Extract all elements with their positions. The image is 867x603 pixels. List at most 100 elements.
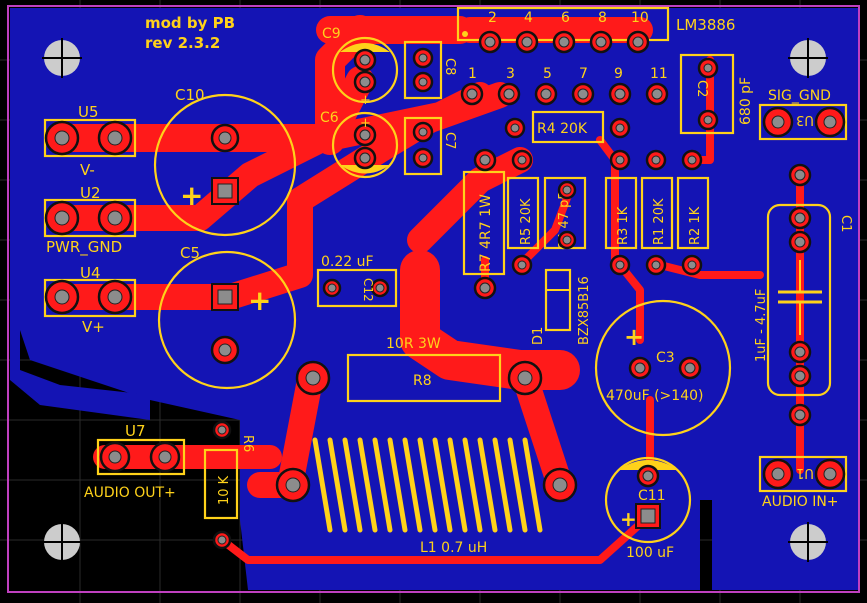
ic-pins-top (478, 30, 650, 54)
connector-u5[interactable]: U5 V- (43, 103, 137, 179)
c11-label: C11 (638, 488, 666, 504)
c3-plus: + (624, 323, 644, 351)
c2-label: C2 (694, 80, 709, 97)
ground-plane-left (10, 160, 160, 420)
c5-plus: + (248, 284, 271, 317)
mounting-hole-icon (42, 522, 82, 562)
resistor-r1[interactable]: R1 20K (640, 149, 674, 276)
connector-u3[interactable]: SIG_GND U3 (758, 88, 848, 141)
r6-value: 10 K (217, 475, 232, 505)
u4-net: V+ (82, 318, 105, 336)
u4-label: U4 (80, 264, 101, 282)
capacitor-c12[interactable]: 0.22 uF C12 (316, 254, 398, 308)
capacitor-c8[interactable]: C8 (403, 40, 457, 100)
coil-windings (312, 437, 543, 533)
connector-u4[interactable]: U4 V+ (43, 264, 137, 336)
c2-value: 680 pF (738, 77, 754, 125)
mounting-holes (42, 38, 828, 562)
ic-lm3886[interactable]: 2 4 6 8 10 LM3886 1 3 5 7 9 11 (456, 6, 735, 106)
connector-u1[interactable]: U1 AUDIO IN+ (758, 455, 848, 510)
u2-net: PWR_GND (46, 238, 122, 257)
pin-1-label: 1 (468, 66, 477, 82)
u5-net: V- (80, 161, 95, 179)
capacitor-c9[interactable]: C9 + (322, 26, 399, 108)
pin-11-label: 11 (650, 66, 668, 82)
r4-label: R4 20K (537, 121, 588, 137)
c8-label: C8 (442, 58, 457, 75)
sig-gnd-label: SIG_GND (768, 88, 831, 104)
pin-3-label: 3 (506, 66, 515, 82)
r6-label: R6 (240, 435, 255, 452)
pin-10-label: 10 (631, 10, 649, 26)
lm3886-label: LM3886 (676, 16, 735, 34)
c3-value: 470uF (>140) (606, 388, 703, 404)
pin-7-label: 7 (579, 66, 588, 82)
resistor-r7[interactable]: R7 4R7 1W (462, 148, 506, 300)
u1-net: AUDIO IN+ (762, 494, 839, 510)
mounting-hole-icon (42, 38, 82, 78)
u5-label: U5 (78, 103, 99, 121)
c7-label: C7 (442, 132, 457, 149)
r8-value: 10R 3W (386, 336, 441, 352)
d1-label: D1 (531, 327, 546, 345)
header-line-2: rev 2.3.2 (145, 34, 220, 52)
d1-value: BZX85B16 (577, 276, 592, 345)
r5-label: R5 20K (519, 198, 534, 245)
resistor-r4[interactable]: R4 20K (504, 110, 631, 144)
connector-u2[interactable]: U2 PWR_GND (43, 184, 137, 257)
u2-label: U2 (80, 184, 101, 202)
resistor-r3[interactable]: R3 1K (604, 149, 638, 276)
c11-plus: + (620, 507, 637, 531)
resistor-r2[interactable]: R2 1K (676, 149, 710, 276)
capacitor-c7[interactable]: C7 (403, 116, 457, 176)
u3-label: U3 (796, 112, 814, 127)
r1-label: R1 20K (652, 198, 667, 245)
c6-label: C6 (320, 110, 339, 126)
mounting-hole-icon (788, 522, 828, 562)
c9-plus: + (360, 93, 371, 108)
u7-label: U7 (125, 422, 146, 440)
capacitor-c1[interactable]: C1 1uF - 4.7uF (754, 163, 853, 427)
ic-pins-bottom (460, 82, 669, 106)
u7-net: AUDIO OUT+ (84, 485, 176, 501)
capacitor-c4[interactable]: C4 47 pF (543, 176, 587, 250)
c10-label: C10 (175, 86, 205, 104)
capacitor-c10[interactable]: + C10 (153, 86, 297, 237)
capacitor-c5[interactable]: + C5 (157, 244, 297, 390)
r3-label: R3 1K (616, 206, 631, 245)
resistor-r6[interactable]: R6 10 K (203, 420, 255, 550)
board-outline (7, 5, 860, 593)
connector-u7[interactable]: U7 AUDIO OUT+ (84, 422, 186, 501)
c1-value: 1uF - 4.7uF (754, 289, 769, 362)
pin-8-label: 8 (598, 10, 607, 26)
c9-label: C9 (322, 26, 341, 42)
u1-label: U1 (796, 465, 814, 480)
pin-5-label: 5 (543, 66, 552, 82)
capacitor-c6[interactable]: C6 + (320, 110, 399, 179)
c6-plus: + (360, 116, 371, 131)
diode-d1[interactable]: D1 BZX85B16 (531, 268, 592, 345)
mounting-hole-icon (788, 38, 828, 78)
header-line-1: mod by PB (145, 14, 235, 32)
c1-label: C1 (838, 215, 853, 232)
pin-2-label: 2 (488, 10, 497, 26)
c12-value: 0.22 uF (321, 254, 374, 270)
l1-label: L1 0.7 uH (420, 540, 487, 556)
pin-9-label: 9 (614, 66, 623, 82)
c12-label: C12 (361, 278, 375, 302)
r8-label: R8 (413, 373, 432, 389)
resistor-r5[interactable]: R5 20K (506, 149, 540, 276)
resistor-r8[interactable]: 10R 3W R8 (295, 336, 543, 403)
r7-label: R7 4R7 1W (478, 194, 494, 272)
capacitor-c2[interactable]: C2 680 pF (679, 53, 754, 135)
c11-value: 100 uF (626, 545, 674, 561)
pin-4-label: 4 (524, 10, 533, 26)
c3-label: C3 (656, 350, 675, 366)
capacitor-c11[interactable]: + C11 100 uF (604, 456, 692, 561)
r2-label: R2 1K (688, 206, 703, 245)
c10-plus: + (180, 179, 203, 212)
pin-6-label: 6 (561, 10, 570, 26)
inductor-l1[interactable]: L1 0.7 uH (275, 437, 578, 556)
capacitor-c3[interactable]: + C3 470uF (>140) (594, 299, 732, 437)
